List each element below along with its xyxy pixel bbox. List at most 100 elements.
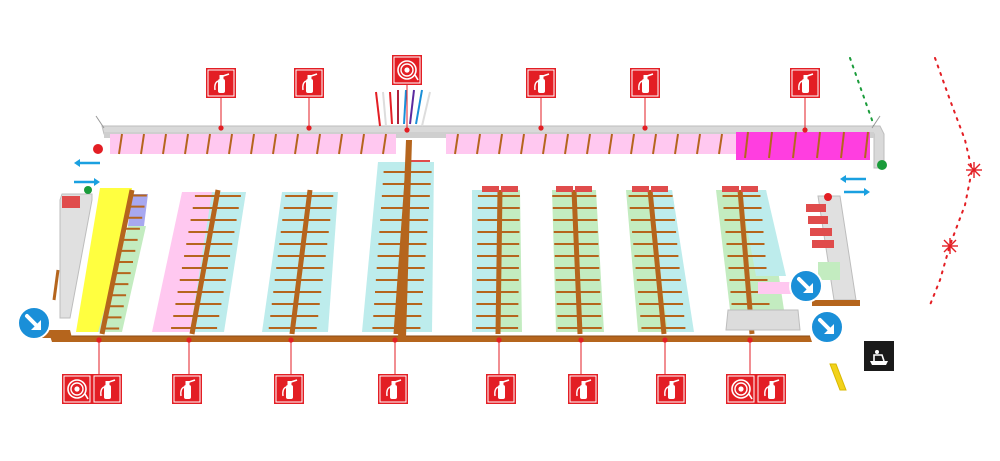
sign-anchor-dot <box>392 337 398 343</box>
service-point <box>864 341 894 371</box>
fire-extinguisher-icon <box>567 337 599 405</box>
shelf-divider <box>228 133 233 155</box>
aisle <box>476 186 520 335</box>
fire-extinguisher-icon <box>629 67 661 99</box>
checkout-counter <box>725 282 801 331</box>
aisle-zone <box>498 190 522 332</box>
shelf-divider <box>272 133 277 155</box>
aisle <box>268 189 334 335</box>
left-wall <box>52 193 93 319</box>
shelf-divider <box>652 133 657 155</box>
aisle-zone <box>650 190 694 332</box>
aisle-spine <box>647 189 667 335</box>
fire-extinguisher-icon <box>525 67 557 131</box>
shelf-divider <box>316 133 321 155</box>
shelf-divider <box>118 133 123 155</box>
shelf-divider <box>498 133 503 155</box>
aisle-zone <box>190 192 246 332</box>
fire-extinguisher-icon <box>485 337 517 405</box>
fire-extinguisher-icon <box>789 67 821 133</box>
aisle-spine <box>289 189 313 335</box>
aisle <box>171 189 241 335</box>
fire-extinguisher-icon <box>747 337 787 405</box>
shelf-divider <box>476 133 481 155</box>
sign-anchor-dot <box>218 125 224 131</box>
sign-anchor-dot <box>306 125 312 131</box>
shelf-divider <box>792 131 797 159</box>
aisle-spine <box>571 189 583 335</box>
fire-extinguisher-icon <box>91 337 123 405</box>
sign-anchor-dot <box>186 337 192 343</box>
safety-signs <box>61 54 821 405</box>
fire-extinguisher-icon <box>789 67 821 99</box>
aisle <box>99 189 147 335</box>
green-dot <box>84 186 92 194</box>
shelf-divider <box>718 133 723 155</box>
aisle-endcap <box>722 186 739 192</box>
fire-extinguisher-icon <box>205 67 237 131</box>
fire-extinguisher-icon <box>377 337 409 405</box>
boundary-burst-bottom <box>942 238 958 254</box>
fire-extinguisher-icon <box>629 67 661 131</box>
sign-anchor-dot <box>288 337 294 343</box>
aisle-endcap <box>501 186 518 192</box>
fire-extinguisher-icon <box>293 67 325 99</box>
marker-dots <box>84 144 887 201</box>
sign-anchor-dot <box>802 127 808 133</box>
fire-extinguisher-icon <box>377 373 409 405</box>
emergency-exit-arrow-icon <box>16 305 52 341</box>
shelf-divider <box>542 133 547 155</box>
flow-arrows <box>74 159 870 196</box>
fire-hose-reel-icon <box>391 54 423 133</box>
fire-extinguisher-icon <box>205 67 237 99</box>
direction-arrow-icon <box>840 175 866 183</box>
sign-anchor-dot <box>578 337 584 343</box>
shelf-divider <box>564 133 569 155</box>
aisle-endcap <box>632 186 649 192</box>
aisle-endcap <box>741 186 758 192</box>
fire-extinguisher-icon <box>525 67 557 99</box>
aisle <box>552 186 602 335</box>
fire-hose-reel-icon <box>391 54 423 86</box>
shelf-divider <box>294 133 299 155</box>
fire-extinguisher-icon <box>293 67 325 131</box>
fire-extinguisher-icon <box>567 373 599 405</box>
sign-anchor-dot <box>538 125 544 131</box>
yellow-marker <box>829 363 847 391</box>
fire-extinguisher-icon <box>171 337 203 405</box>
aisle-zone <box>362 162 434 332</box>
fire-extinguisher-icon <box>655 337 687 405</box>
boundary-burst-top <box>966 162 982 178</box>
right-wall <box>806 195 860 306</box>
fire-extinguisher-icon <box>91 373 123 405</box>
shelf-divider <box>768 131 773 159</box>
aisle-zones <box>76 162 786 332</box>
shelf-divider <box>162 133 167 155</box>
sign-anchor-dot <box>96 337 102 343</box>
aisle-endcap <box>556 186 573 192</box>
shelf-divider <box>338 133 343 155</box>
aisle-endcap <box>482 186 499 192</box>
shelf-divider <box>864 131 869 159</box>
emergency-exit-arrow-icon <box>809 309 845 345</box>
shelf-divider <box>206 133 211 155</box>
shelf-divider <box>744 131 749 159</box>
fire-hose-reel-icon <box>61 373 93 405</box>
shelf-divider <box>454 133 459 155</box>
aisle-zone <box>76 188 132 332</box>
red-dot <box>824 193 832 201</box>
fire-extinguisher-icon <box>655 373 687 405</box>
direction-arrow-icon <box>74 178 100 186</box>
shelf-divider <box>840 131 845 159</box>
fire-hose-reel-icon <box>725 337 757 405</box>
shelf-divider <box>586 133 591 155</box>
shelf-divider <box>382 133 387 155</box>
top-shelf-right <box>446 132 870 160</box>
direction-arrow-icon <box>74 159 100 167</box>
direction-arrow-icon <box>844 188 870 196</box>
aisle-spine <box>189 189 221 335</box>
fire-extinguisher-icon <box>273 337 305 405</box>
shelf-divider <box>140 133 145 155</box>
fire-extinguisher-icon <box>755 373 787 405</box>
